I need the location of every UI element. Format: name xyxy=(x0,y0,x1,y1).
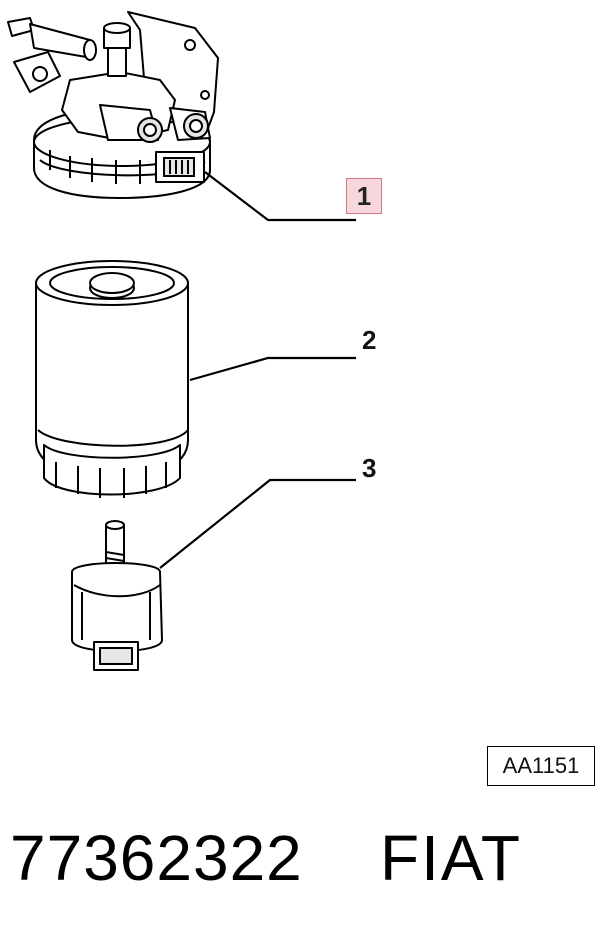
brand-name: FIAT xyxy=(380,822,522,894)
filter-cartridge-illustration xyxy=(35,260,189,498)
part-number: 77362322 xyxy=(10,822,303,894)
leader-line-1 xyxy=(204,171,356,222)
callout-1[interactable]: 1 xyxy=(346,178,382,214)
reference-code: AA1151 xyxy=(487,746,595,786)
water-sensor-illustration xyxy=(71,520,163,671)
callout-3[interactable]: 3 xyxy=(362,453,377,483)
leader-line-2 xyxy=(189,356,356,382)
callout-2[interactable]: 2 xyxy=(362,325,377,355)
fuel-filter-exploded-diagram xyxy=(7,11,356,671)
leader-line-3 xyxy=(159,478,356,569)
filter-head-illustration xyxy=(7,11,219,199)
